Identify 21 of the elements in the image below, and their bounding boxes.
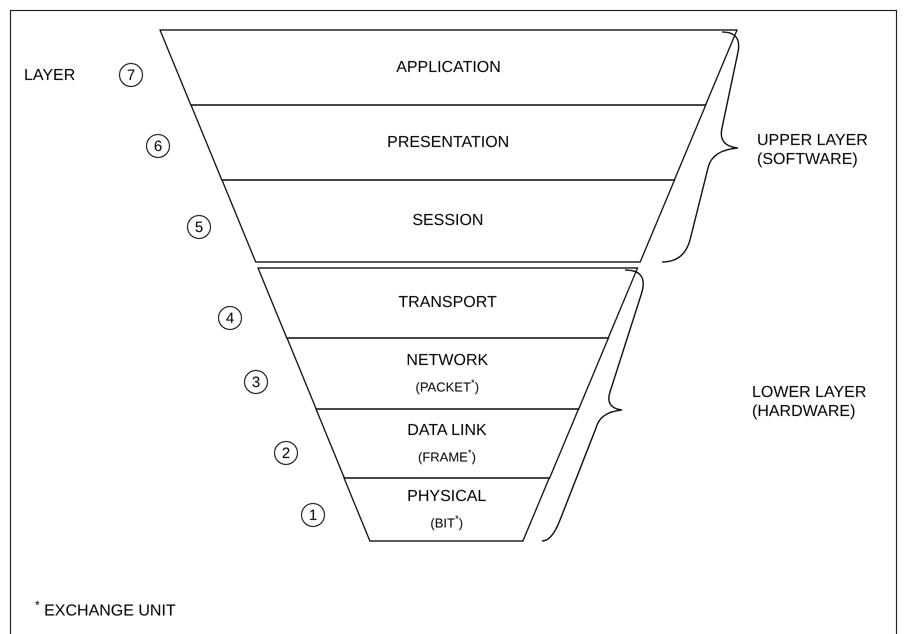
exchange-unit-text: (FRAME$^{*}$) — [418, 448, 476, 465]
layer-name: DATA LINK — [407, 422, 487, 440]
layer-name: APPLICATION — [396, 58, 501, 76]
layer-name: PHYSICAL — [407, 488, 486, 506]
group-label: UPPER LAYER (SOFTWARE) — [757, 131, 869, 169]
exchange-unit-text: (PACKET$^{*}$) — [416, 378, 480, 395]
layer-name: PRESENTATION — [387, 134, 510, 152]
layer-name: SESSION — [412, 212, 484, 230]
layer-number: 6 — [146, 134, 170, 158]
group-label: LOWER LAYER (HARDWARE) — [752, 383, 868, 421]
layer-number: 5 — [187, 215, 211, 239]
layer-number: 2 — [274, 441, 298, 465]
layer-number: 3 — [244, 370, 268, 394]
layer-number: 7 — [119, 63, 143, 87]
layer-name: TRANSPORT — [398, 294, 497, 312]
layer-number: 4 — [218, 306, 242, 330]
layer-label: LAYER — [24, 66, 76, 85]
layer-number: 1 — [301, 503, 325, 527]
layer-name: NETWORK — [406, 352, 488, 370]
footnote: $^{*}$ EXCHANGE UNIT — [35, 597, 176, 620]
exchange-unit-text: (BIT$^{*}$) — [430, 514, 464, 531]
